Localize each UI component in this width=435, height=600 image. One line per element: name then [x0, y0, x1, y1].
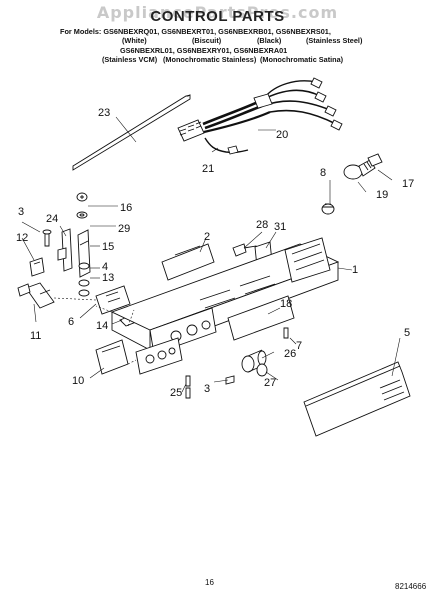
callout-6: 6 — [68, 316, 74, 328]
part-21-wire-lead — [204, 137, 249, 155]
callout-26: 26 — [284, 348, 296, 360]
callout-25: 25 — [170, 387, 182, 399]
callout-23: 23 — [98, 107, 110, 119]
part-23-rod — [72, 94, 191, 171]
document-number: 8214666 — [395, 582, 427, 591]
callout-5: 5 — [404, 327, 410, 339]
callout-7: 7 — [296, 340, 302, 352]
callout-19: 19 — [376, 189, 388, 201]
color-stainless-steel: (Stainless Steel) — [306, 36, 363, 46]
color-stainless-vcm: (Stainless VCM) — [102, 55, 158, 65]
callout-1: 1 — [352, 264, 358, 276]
callout-20: 20 — [276, 129, 288, 141]
part-19-socket — [367, 153, 383, 167]
color-mono-stainless: (Monochromatic Stainless) — [163, 55, 257, 65]
part-13-clip — [78, 279, 90, 297]
part-29-washer — [76, 211, 88, 219]
callout-4: 4 — [102, 261, 108, 273]
part-28-sensor — [232, 243, 263, 257]
callout-3-bottom: 3 — [204, 383, 210, 395]
color-black: (Black) — [257, 36, 282, 46]
part-18-cover — [227, 295, 295, 341]
color-biscuit: (Biscuit) — [192, 36, 222, 46]
callout-8: 8 — [320, 167, 326, 179]
page-title: CONTROL PARTS — [150, 8, 285, 25]
part-3-screw-top — [42, 229, 52, 247]
callout-3-top: 3 — [18, 206, 24, 218]
model-line-3: GS6NBEXRL01, GS6NBEXRY01, GS6NBEXRA01 — [120, 45, 288, 55]
model-line-1: For Models: GS6NBEXRQ01, GS6NBEXRT01, GS… — [60, 27, 331, 36]
leader-lines — [21, 116, 401, 393]
part-20-wire-harness — [177, 77, 343, 142]
part-4-clip — [78, 262, 90, 270]
color-white: (White) — [122, 36, 147, 46]
part-5-lower-cover — [303, 361, 411, 437]
part-6-plate — [95, 285, 131, 315]
part-25-screws — [185, 375, 191, 399]
part-1-control-housing — [110, 237, 340, 351]
callout-18: 18 — [280, 298, 292, 310]
part-3-screw-bottom — [225, 375, 235, 385]
callout-21: 21 — [202, 163, 214, 175]
callout-29: 29 — [118, 223, 130, 235]
part-27-knob — [256, 363, 268, 377]
part-16-screw — [76, 192, 88, 202]
watermark: AppliancePartsPros.com — [96, 3, 339, 22]
callout-14: 14 — [96, 320, 108, 332]
part-7-screw — [283, 327, 289, 339]
part-24-bracket — [57, 228, 73, 272]
part-11-switch — [17, 282, 55, 309]
part-15-bracket — [77, 229, 91, 278]
callout-24: 24 — [46, 213, 58, 225]
part-8-knob — [321, 203, 335, 215]
model-list: For Models: GS6NBEXRQ01, GS6NBEXRT01, GS… — [60, 27, 390, 65]
callout-2: 2 — [204, 231, 210, 243]
color-mono-satina: (Monochromatic Satina) — [260, 55, 344, 65]
callout-13: 13 — [102, 272, 114, 284]
callout-11: 11 — [30, 330, 41, 342]
part-2-shield — [161, 243, 215, 281]
callout-16: 16 — [120, 202, 132, 214]
callout-17: 17 — [402, 178, 414, 190]
callout-27: 27 — [264, 377, 276, 389]
callout-10: 10 — [72, 375, 84, 387]
page-number: 16 — [205, 578, 214, 587]
part-12-clip — [29, 257, 45, 277]
callout-12: 12 — [16, 232, 28, 244]
callout-28: 28 — [256, 219, 268, 231]
part-keypad — [135, 337, 183, 375]
callout-31: 31 — [274, 221, 286, 233]
callout-15: 15 — [102, 241, 114, 253]
part-10-paddle — [95, 339, 129, 375]
